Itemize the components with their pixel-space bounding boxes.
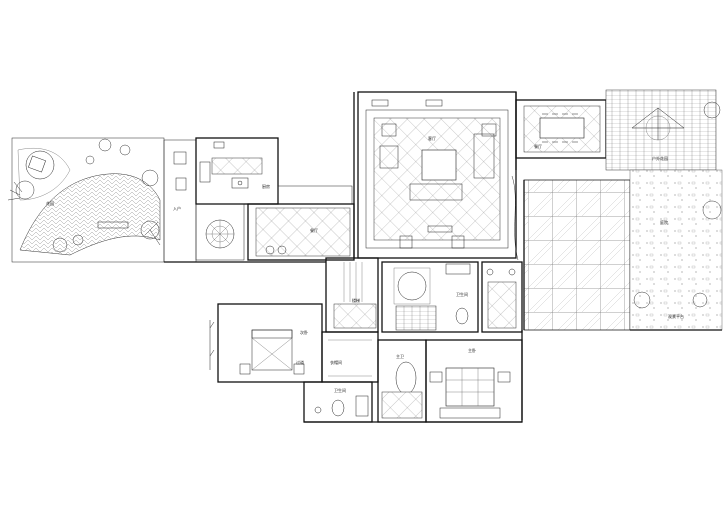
walk-closet-area: 衣帽间: [321, 331, 379, 383]
glass-courtyard: [511, 175, 631, 331]
dining-area: 餐厅: [247, 203, 355, 261]
label-yard-platform: 观景平台: [668, 313, 684, 319]
label-walk-closet: 衣帽间: [330, 359, 342, 365]
living-area: 客厅: [357, 91, 517, 259]
label-hall: 过道: [296, 359, 304, 365]
label-terrace: 户外花园: [652, 155, 668, 161]
terrace-area: 户外花园: [605, 89, 721, 171]
bath2-area: 卫生间: [303, 381, 373, 423]
bath1-area: 卫生间: [381, 261, 479, 333]
label-master-bath: 主卫: [396, 353, 404, 359]
bedroom-area: 次卧: [209, 303, 323, 383]
kitchen-area: 厨房: [195, 137, 279, 205]
label-balcony-dining: 餐厅: [534, 143, 542, 149]
yard-area: 庭院 观景平台: [629, 169, 723, 331]
label-master-bedroom: 主卧: [468, 347, 476, 353]
label-stair: 楼梯: [352, 297, 360, 303]
garden-area: 花园: [7, 137, 165, 263]
balcony-dining-area: 餐厅: [515, 99, 607, 159]
foyer-block: [195, 203, 245, 261]
entry-area: 入户: [163, 139, 197, 263]
label-entry: 入户: [173, 205, 181, 211]
label-bedroom: 次卧: [300, 329, 308, 335]
label-garden: 花园: [46, 200, 54, 206]
label-living: 客厅: [428, 135, 436, 141]
label-bath1: 卫生间: [456, 291, 468, 297]
master-bedroom-area: 主卧: [425, 339, 523, 423]
label-bath2: 卫生间: [334, 387, 346, 393]
label-dining: 餐厅: [310, 227, 318, 233]
label-yard: 庭院: [660, 219, 668, 225]
label-kitchen: 厨房: [262, 183, 270, 189]
outer-walls: [164, 92, 523, 423]
master-bath-area: 主卫: [377, 339, 427, 423]
stair-area: 楼梯: [325, 257, 379, 333]
